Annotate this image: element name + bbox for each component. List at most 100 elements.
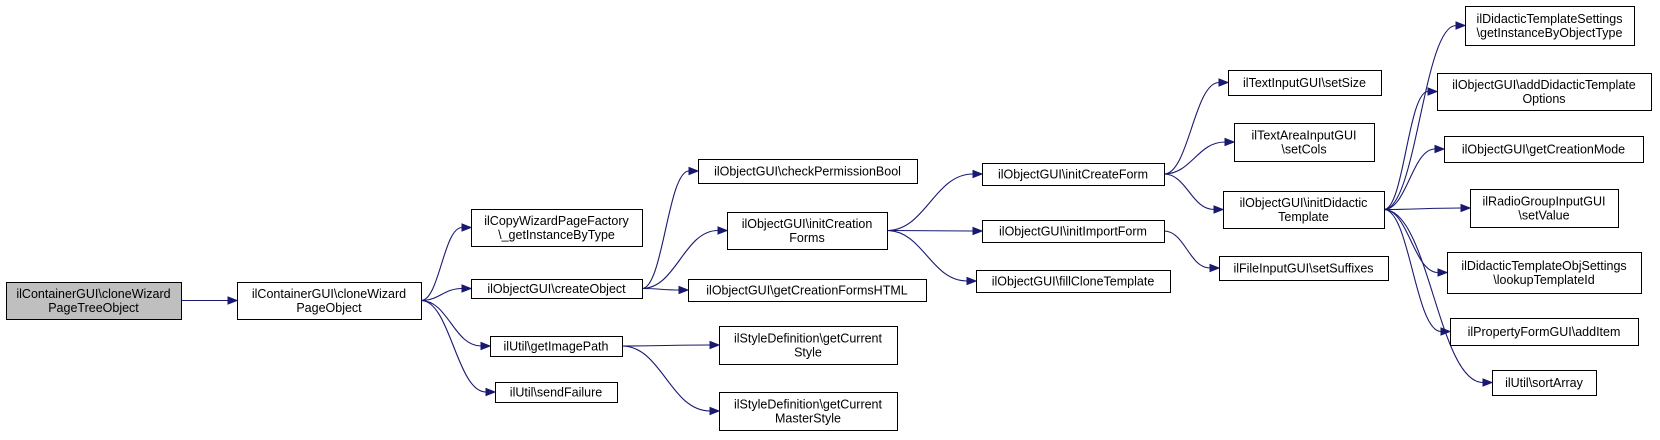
node-box — [727, 212, 888, 250]
node-box — [698, 159, 918, 184]
node-label: ilCopyWizardPageFactory — [484, 214, 629, 228]
node-box — [1447, 252, 1642, 294]
node-box — [1234, 123, 1375, 162]
graph-node-checkPerm[interactable]: ilObjectGUI\checkPermissionBool — [698, 159, 918, 184]
node-box — [495, 382, 618, 403]
edge-getImagePath-to-getCurrentStyle — [621, 340, 721, 350]
graph-node-getCreationMode[interactable]: ilObjectGUI\getCreationMode — [1444, 136, 1644, 163]
edge-getImagePath-to-getCurrentMasterStyle — [621, 345, 721, 416]
edge-initCreateForm-to-initDidactic — [1163, 173, 1225, 214]
node-label: ilContainerGUI\cloneWizard — [16, 287, 170, 301]
graph-node-initImportForm[interactable]: ilObjectGUI\initImportForm — [982, 220, 1165, 243]
graph-node-fillCloneTemplate[interactable]: ilObjectGUI\fillCloneTemplate — [976, 270, 1171, 293]
graph-node-factory[interactable]: ilCopyWizardPageFactory\_getInstanceByTy… — [471, 209, 643, 247]
edge-clonePage-to-createObject — [420, 284, 473, 302]
node-label: ilRadioGroupInputGUI — [1483, 194, 1606, 208]
node-label: ilObjectGUI\initCreation — [742, 217, 873, 231]
node-label: \setCols — [1281, 142, 1326, 156]
edge-root-to-clonePage — [181, 296, 239, 305]
node-label: Style — [794, 345, 822, 359]
node-label: \_getInstanceByType — [498, 228, 615, 242]
edge-initDidactic-to-sortArray — [1383, 208, 1494, 387]
graph-node-sortArray[interactable]: ilUtil\sortArray — [1492, 370, 1597, 396]
node-label: ilPropertyFormGUI\addItem — [1468, 325, 1621, 339]
node-label: ilTextInputGUI\setSize — [1243, 76, 1366, 90]
edge-initDidactic-to-lookupTemplateId — [1383, 208, 1449, 277]
node-box — [719, 392, 898, 431]
node-box — [237, 282, 422, 320]
node-label: PageTreeObject — [48, 301, 139, 315]
node-box — [982, 220, 1165, 243]
node-label: ilObjectGUI\fillCloneTemplate — [992, 274, 1155, 288]
edge-initCreateForm-to-setCols — [1163, 137, 1236, 175]
node-box — [1228, 70, 1382, 96]
graph-node-setSuffixes[interactable]: ilFileInputGUI\setSuffixes — [1219, 256, 1389, 281]
edge-initCreationForms-to-fillCloneTemplate — [886, 229, 978, 286]
node-label: \setValue — [1518, 208, 1569, 222]
graph-node-createObject[interactable]: ilObjectGUI\createObject — [471, 279, 643, 299]
edge-initImportForm-to-setSuffixes — [1163, 230, 1221, 273]
node-label: ilStyleDefinition\getCurrent — [734, 397, 883, 411]
graph-node-initCreateForm[interactable]: ilObjectGUI\initCreateForm — [982, 163, 1165, 186]
edge-clonePage-to-getImagePath — [420, 299, 492, 351]
graph-node-addItem[interactable]: ilPropertyFormGUI\addItem — [1450, 318, 1639, 346]
node-box — [6, 282, 182, 320]
node-label: ilUtil\getImagePath — [504, 339, 609, 353]
node-label: PageObject — [296, 301, 362, 315]
node-box — [1492, 370, 1597, 396]
graph-node-setSize[interactable]: ilTextInputGUI\setSize — [1228, 70, 1382, 96]
node-box — [490, 336, 623, 357]
edge-initDidactic-to-setValue — [1383, 203, 1472, 213]
edge-clonePage-to-sendFailure — [420, 299, 497, 397]
graph-node-getInstanceByObjectType[interactable]: ilDidacticTemplateSettings\getInstanceBy… — [1465, 6, 1635, 46]
node-box — [1450, 318, 1639, 346]
edge-initCreateForm-to-setSize — [1163, 78, 1230, 175]
node-label: ilUtil\sendFailure — [510, 385, 602, 399]
edge-initCreationForms-to-initCreateForm — [886, 169, 984, 232]
node-label: ilStyleDefinition\getCurrent — [734, 331, 883, 345]
node-label: ilDidacticTemplateSettings — [1477, 12, 1623, 26]
graph-node-getCreationFormsHTML[interactable]: ilObjectGUI\getCreationFormsHTML — [688, 279, 927, 302]
node-label: ilObjectGUI\checkPermissionBool — [714, 164, 901, 178]
graph-node-getImagePath[interactable]: ilUtil\getImagePath — [490, 336, 623, 357]
edge-initCreationForms-to-initImportForm — [886, 226, 984, 236]
node-box — [1437, 73, 1652, 111]
node-label: ilObjectGUI\getCreationFormsHTML — [706, 283, 907, 297]
node-label: \lookupTemplateId — [1493, 273, 1595, 287]
edge-initDidactic-to-addDidacticOptions — [1383, 87, 1439, 211]
node-label: ilObjectGUI\initCreateForm — [998, 167, 1148, 181]
node-label: ilFileInputGUI\setSuffixes — [1233, 261, 1373, 275]
node-label: ilContainerGUI\cloneWizard — [252, 287, 406, 301]
graph-node-sendFailure[interactable]: ilUtil\sendFailure — [495, 382, 618, 403]
edge-createObject-to-checkPerm — [641, 166, 700, 290]
node-label: ilObjectGUI\initImportForm — [999, 224, 1147, 238]
node-box — [982, 163, 1165, 186]
node-box — [1465, 6, 1635, 46]
edge-clonePage-to-factory — [420, 223, 473, 302]
graph-node-lookupTemplateId[interactable]: ilDidacticTemplateObjSettings\lookupTemp… — [1447, 252, 1642, 294]
node-label: ilObjectGUI\createObject — [487, 282, 626, 296]
node-label: ilDidacticTemplateObjSettings — [1461, 259, 1626, 273]
node-box — [1223, 191, 1385, 229]
node-box — [1219, 256, 1389, 281]
node-box — [719, 326, 898, 365]
graph-node-setCols[interactable]: ilTextAreaInputGUI\setCols — [1234, 123, 1375, 162]
node-label: Forms — [789, 231, 824, 245]
node-label: ilUtil\sortArray — [1505, 376, 1584, 390]
graph-node-setValue[interactable]: ilRadioGroupInputGUI\setValue — [1470, 189, 1619, 228]
edge-initDidactic-to-getInstanceByObjectType — [1383, 21, 1467, 211]
node-label: ilObjectGUI\addDidacticTemplate — [1452, 78, 1635, 92]
edge-initDidactic-to-getCreationMode — [1383, 144, 1446, 211]
node-label: ilObjectGUI\getCreationMode — [1462, 142, 1625, 156]
node-label: ilObjectGUI\initDidactic — [1240, 196, 1368, 210]
call-graph-nodes: ilContainerGUI\cloneWizardPageTreeObject… — [6, 6, 1652, 431]
node-box — [1444, 136, 1644, 163]
